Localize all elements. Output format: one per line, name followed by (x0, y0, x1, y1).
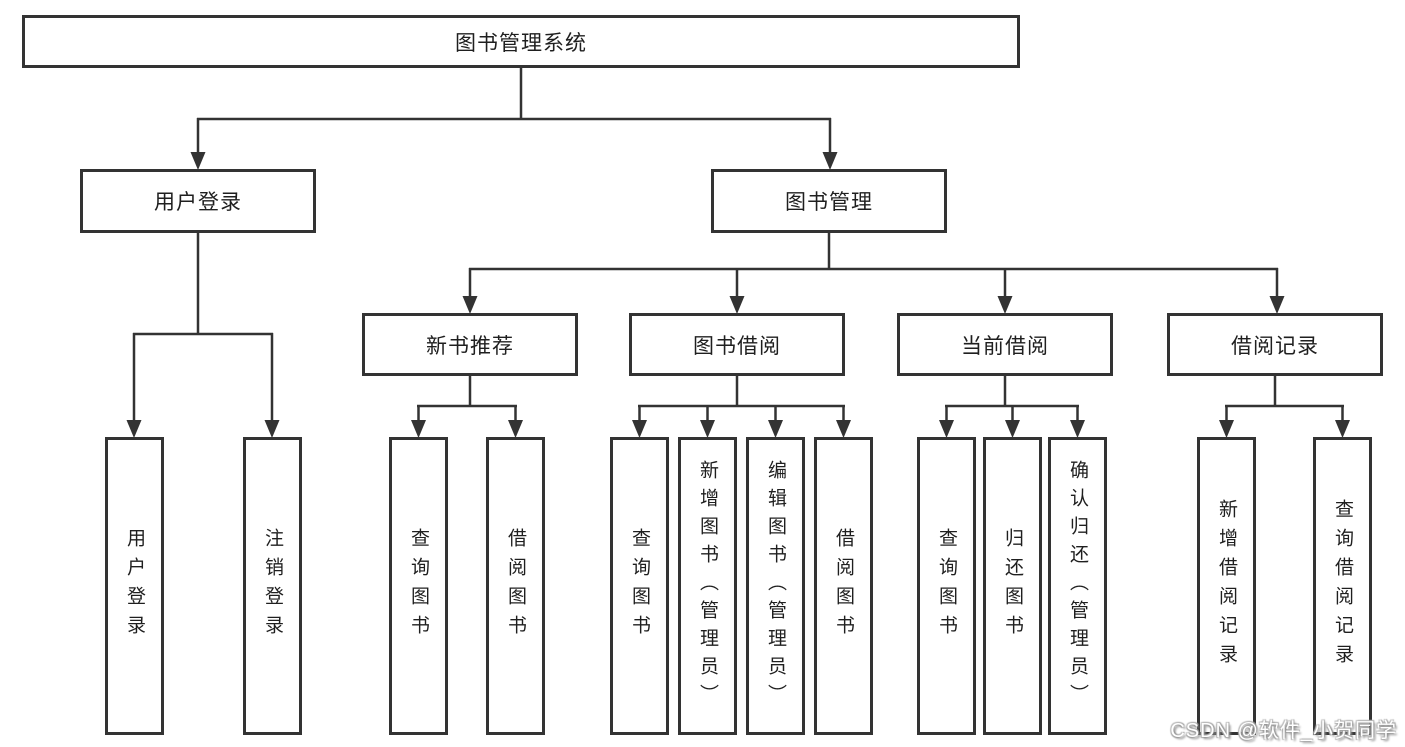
node-borrow-records: 借阅记录 (1167, 313, 1383, 376)
node-new-book-recommend-label: 新书推荐 (426, 334, 514, 358)
node-root-label: 图书管理系统 (455, 31, 587, 55)
node-book-borrowing-label: 图书借阅 (693, 334, 781, 358)
node-root-system: 图书管理系统 (22, 15, 1020, 68)
leaf-return-books: 归还图书 (983, 437, 1042, 735)
leaf-query-books-current: 查询图书 (917, 437, 976, 735)
leaf-user-login-label: 用户登录 (124, 528, 145, 644)
leaf-edit-books-admin-label: 编辑图书（管理员） (765, 460, 786, 712)
node-book-management: 图书管理 (711, 169, 947, 233)
node-user-login: 用户登录 (80, 169, 316, 233)
leaf-logout-label: 注销登录 (262, 528, 283, 644)
leaf-borrow-books-recommend-label: 借阅图书 (505, 528, 526, 644)
leaf-logout: 注销登录 (243, 437, 302, 735)
node-user-login-label: 用户登录 (154, 191, 242, 214)
leaf-add-borrow-record: 新增借阅记录 (1197, 437, 1256, 735)
leaf-borrow-books-recommend: 借阅图书 (486, 437, 545, 735)
node-borrow-records-label: 借阅记录 (1231, 334, 1319, 358)
csdn-watermark: CSDN @软件_小贺同学 (1170, 720, 1397, 742)
node-current-borrowing: 当前借阅 (897, 313, 1113, 376)
leaf-query-books-borrow-label: 查询图书 (629, 528, 650, 644)
leaf-query-books-current-label: 查询图书 (936, 528, 957, 644)
leaf-borrow-books-label: 借阅图书 (833, 528, 854, 644)
leaf-query-books-recommend: 查询图书 (389, 437, 448, 735)
leaf-add-borrow-record-label: 新增借阅记录 (1216, 499, 1237, 673)
leaf-return-books-label: 归还图书 (1002, 528, 1023, 644)
leaf-query-books-recommend-label: 查询图书 (408, 528, 429, 644)
leaf-query-borrow-record: 查询借阅记录 (1313, 437, 1372, 735)
leaf-query-borrow-record-label: 查询借阅记录 (1332, 499, 1353, 673)
node-new-book-recommend: 新书推荐 (362, 313, 578, 376)
node-book-borrowing: 图书借阅 (629, 313, 845, 376)
node-current-borrowing-label: 当前借阅 (961, 334, 1049, 358)
leaf-confirm-return-admin-label: 确认归还（管理员） (1067, 460, 1088, 712)
leaf-query-books-borrow: 查询图书 (610, 437, 669, 735)
node-book-management-label: 图书管理 (785, 191, 873, 214)
leaf-confirm-return-admin: 确认归还（管理员） (1048, 437, 1107, 735)
leaf-borrow-books: 借阅图书 (814, 437, 873, 735)
leaf-add-books-admin: 新增图书（管理员） (678, 437, 737, 735)
leaf-edit-books-admin: 编辑图书（管理员） (746, 437, 805, 735)
leaf-add-books-admin-label: 新增图书（管理员） (697, 460, 718, 712)
leaf-user-login: 用户登录 (105, 437, 164, 735)
